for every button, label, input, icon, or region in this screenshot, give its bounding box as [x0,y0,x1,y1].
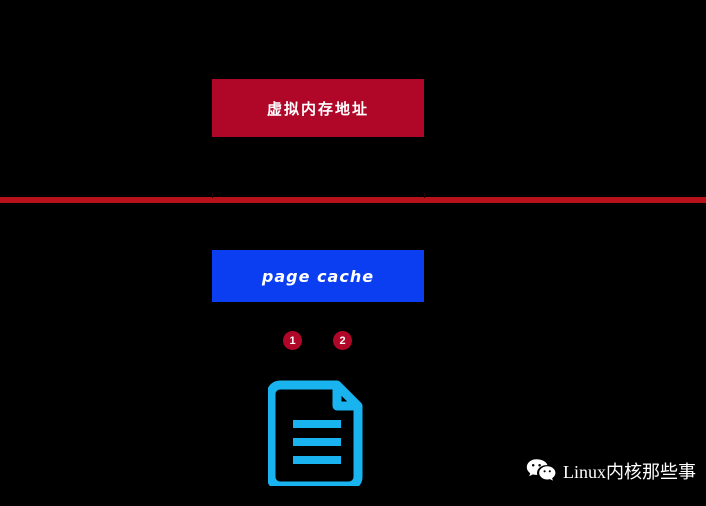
document-file-icon [266,376,367,491]
watermark: Linux内核那些事 [526,458,696,484]
node-page-cache: page cache [212,250,424,302]
wechat-icon [526,458,556,484]
node-virtual-memory-address: 虚拟内存地址 [212,79,424,137]
divider-tick-right [424,193,425,198]
watermark-text: Linux内核那些事 [563,462,696,482]
kernel-user-boundary-line [0,197,706,203]
node-virtual-memory-address-label: 虚拟内存地址 [266,100,369,118]
step-badge-1: 1 [283,331,302,350]
step-badge-2: 2 [333,331,352,350]
node-page-cache-label: page cache [261,266,375,286]
step-badge-2-label: 2 [339,334,346,347]
step-badge-1-label: 1 [289,334,296,347]
divider-tick-left [212,193,213,198]
